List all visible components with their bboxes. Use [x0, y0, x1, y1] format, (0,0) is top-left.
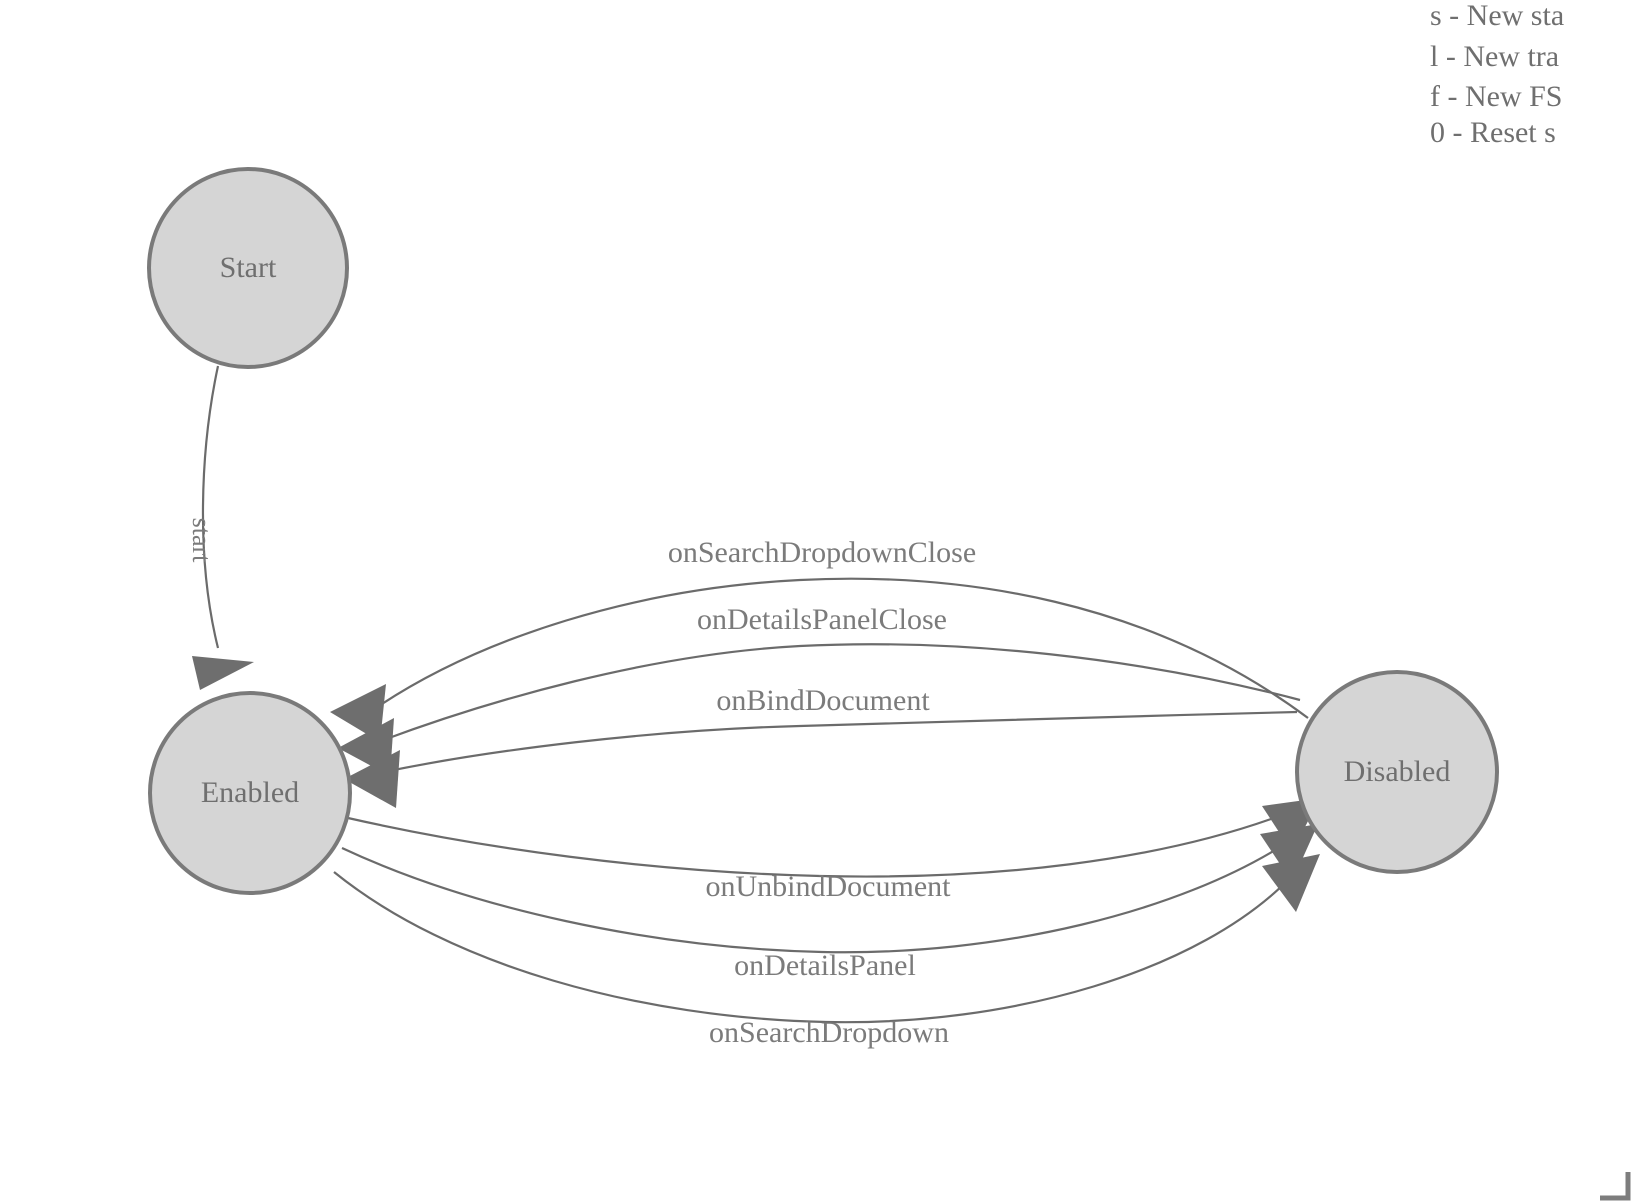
node-start[interactable]: Start — [147, 167, 349, 369]
legend-panel: s - New sta l - New tra f - New FS 0 - R… — [1430, 0, 1564, 149]
edge-label-on-search-dropdown-close: onSearchDropdownClose — [668, 536, 976, 569]
edge-label-on-details-panel-close: onDetailsPanelClose — [697, 603, 947, 636]
node-disabled-circle[interactable] — [1295, 670, 1499, 874]
edge-path-on-search-dropdown-close — [369, 577, 1309, 719]
edge-on-bind-document[interactable] — [344, 710, 1298, 808]
edge-path-on-unbind-document — [347, 810, 1291, 878]
edge-start-transition[interactable] — [192, 365, 254, 690]
node-start-circle[interactable] — [147, 167, 349, 369]
edge-path-on-details-panel — [341, 841, 1289, 954]
edge-label-start: start — [187, 518, 216, 564]
legend-item-reset: 0 - Reset s — [1430, 116, 1556, 149]
legend-item-new-transition: l - New tra — [1430, 40, 1559, 73]
arrowhead-on-search-dropdown — [1262, 854, 1320, 912]
edge-path-start — [201, 365, 220, 649]
node-disabled-label: Disabled — [1344, 755, 1451, 788]
edge-on-unbind-document[interactable] — [347, 798, 1320, 878]
edge-label-on-search-dropdown: onSearchDropdown — [709, 1016, 949, 1049]
legend-item-new-fsm: f - New FS — [1430, 80, 1563, 113]
edge-label-on-unbind-document: onUnbindDocument — [706, 870, 952, 903]
legend-item-new-state: s - New sta — [1430, 0, 1564, 32]
node-start-label: Start — [220, 251, 277, 284]
arrowhead-on-details-panel — [1260, 824, 1318, 882]
arrowhead-on-bind-document — [344, 750, 400, 808]
node-enabled-label: Enabled — [201, 776, 299, 809]
edge-path-on-bind-document — [383, 710, 1298, 774]
node-enabled[interactable]: Enabled — [148, 691, 352, 895]
edge-group-disabled-to-enabled — [330, 577, 1309, 808]
node-disabled[interactable]: Disabled — [1295, 670, 1499, 874]
arrowhead-start — [192, 656, 254, 690]
edge-on-search-dropdown[interactable] — [333, 854, 1320, 1024]
edge-path-on-search-dropdown — [333, 871, 1293, 1024]
edge-label-on-details-panel: onDetailsPanel — [734, 949, 916, 982]
edge-group-enabled-to-disabled — [333, 798, 1320, 1024]
edge-on-search-dropdown-close[interactable] — [330, 577, 1309, 742]
edge-path-on-details-panel-close — [377, 643, 1301, 744]
frame-corner-bottom-right — [1600, 1172, 1631, 1201]
edge-on-details-panel[interactable] — [341, 824, 1318, 954]
node-enabled-circle[interactable] — [148, 691, 352, 895]
edge-label-on-bind-document: onBindDocument — [716, 684, 930, 717]
arrowhead-on-search-dropdown-close — [330, 684, 386, 742]
